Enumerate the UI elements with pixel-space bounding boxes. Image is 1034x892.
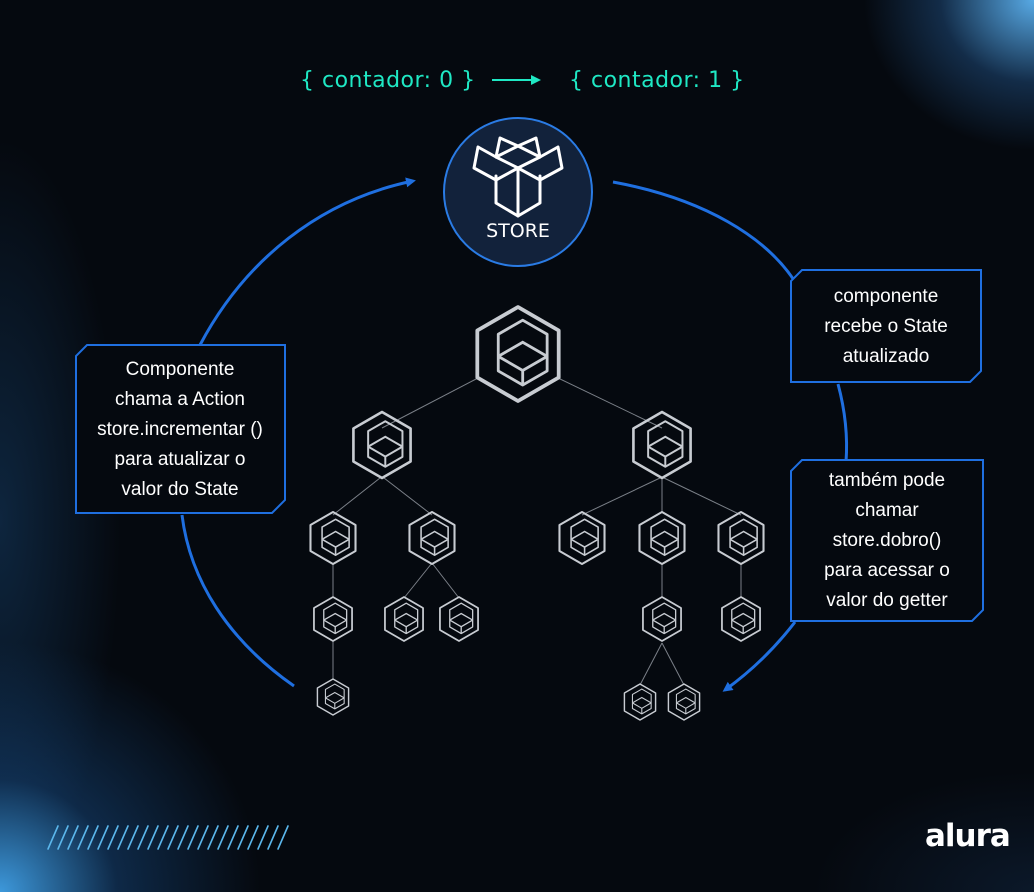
- cube-icon: [667, 683, 701, 721]
- cube-icon: [642, 596, 682, 642]
- cube-icon: [717, 510, 765, 566]
- cube-icon: [475, 305, 561, 403]
- cube-icon: [721, 596, 761, 642]
- cube-icon: [313, 596, 353, 642]
- callout-right-top: componente recebe o State atualizado: [791, 282, 981, 372]
- callout-right-bottom-line: valor do getter: [826, 590, 948, 611]
- callout-left-box: [75, 344, 286, 514]
- cube-icon: [558, 510, 606, 566]
- callout-right-bottom-line: para acessar o: [824, 560, 950, 581]
- callout-right-top-line: componente: [833, 286, 939, 307]
- decorative-hatch: [47, 825, 289, 850]
- cycle-arc-bottom-left: [180, 514, 295, 688]
- callout-right-bottom-line: também pode: [828, 470, 946, 491]
- tree-nodes: [309, 305, 765, 721]
- cycle-arc-store-to-right: [612, 180, 802, 291]
- cube-icon: [309, 510, 357, 566]
- cycle-arc-right-to-bottom: [722, 621, 797, 692]
- callout-left-line: store.incrementar (): [97, 419, 263, 440]
- cube-icon: [408, 510, 456, 566]
- state-before: { contador: 0 }: [300, 68, 476, 93]
- callout-right-top-line: atualizado: [842, 346, 930, 367]
- cube-icon: [439, 596, 479, 642]
- alura-logo: alura: [925, 818, 1011, 854]
- cycle-arc-left-to-store: [198, 177, 416, 346]
- callout-right-bottom-line: store.dobro(): [832, 530, 942, 551]
- cube-icon: [632, 410, 692, 480]
- cube-icon: [384, 596, 424, 642]
- callout-right-top-box: [790, 269, 982, 383]
- cube-icon: [638, 510, 686, 566]
- callout-left-line: chama a Action: [115, 389, 245, 410]
- callout-left-line: para atualizar o: [114, 449, 246, 470]
- cube-icon: [352, 410, 412, 480]
- callout-left-line: valor do State: [121, 479, 239, 500]
- state-after: { contador: 1 }: [569, 68, 745, 93]
- callout-left-line: Componente: [125, 359, 235, 380]
- callout-right-top-line: recebe o State: [824, 316, 948, 337]
- box-open-icon: [472, 136, 564, 218]
- callout-left: Componente chama a Action store.incremen…: [76, 355, 284, 505]
- tree-connectors: [332, 377, 742, 686]
- callout-right-bottom-box: [790, 459, 984, 622]
- callout-right-bottom-line: chamar: [855, 500, 919, 521]
- cycle-arc-right-middle: [836, 383, 849, 463]
- callout-right-bottom: também pode chamar store.dobro() para ac…: [791, 466, 983, 616]
- store-label: STORE: [486, 220, 550, 242]
- cube-icon: [316, 678, 350, 716]
- cube-icon: [623, 683, 657, 721]
